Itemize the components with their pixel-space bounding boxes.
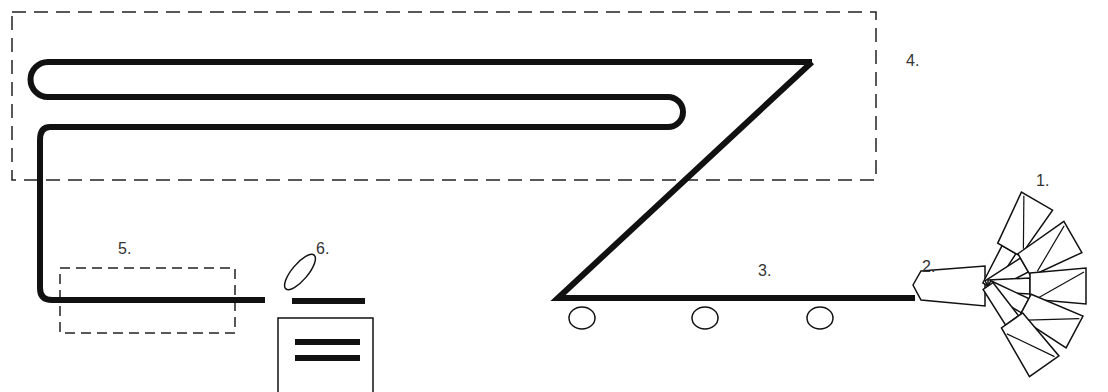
callout-number: 5. — [118, 240, 131, 258]
lens — [280, 250, 321, 294]
roller — [692, 307, 718, 329]
fiber-fan — [972, 192, 1086, 376]
fiber-end — [292, 298, 365, 304]
prong-neck — [981, 281, 1018, 325]
fiber-feed — [558, 62, 915, 298]
prong-edge — [1038, 272, 1084, 298]
roller — [807, 307, 833, 329]
roller — [569, 307, 595, 329]
prong-edge — [1024, 226, 1077, 272]
prong-head — [997, 310, 1059, 377]
callout-number: 2. — [922, 258, 935, 276]
callout-number: 3. — [758, 262, 771, 280]
callout-number: 4. — [906, 52, 919, 70]
callout-number: 6. — [316, 240, 329, 258]
prong-edge — [1007, 319, 1055, 372]
detector-bar — [295, 355, 360, 361]
fiber-prong — [973, 276, 1059, 377]
callout-number: 1. — [1036, 172, 1049, 190]
detector — [278, 318, 373, 392]
fiber-coil — [31, 62, 813, 300]
detector-bar — [295, 339, 360, 345]
